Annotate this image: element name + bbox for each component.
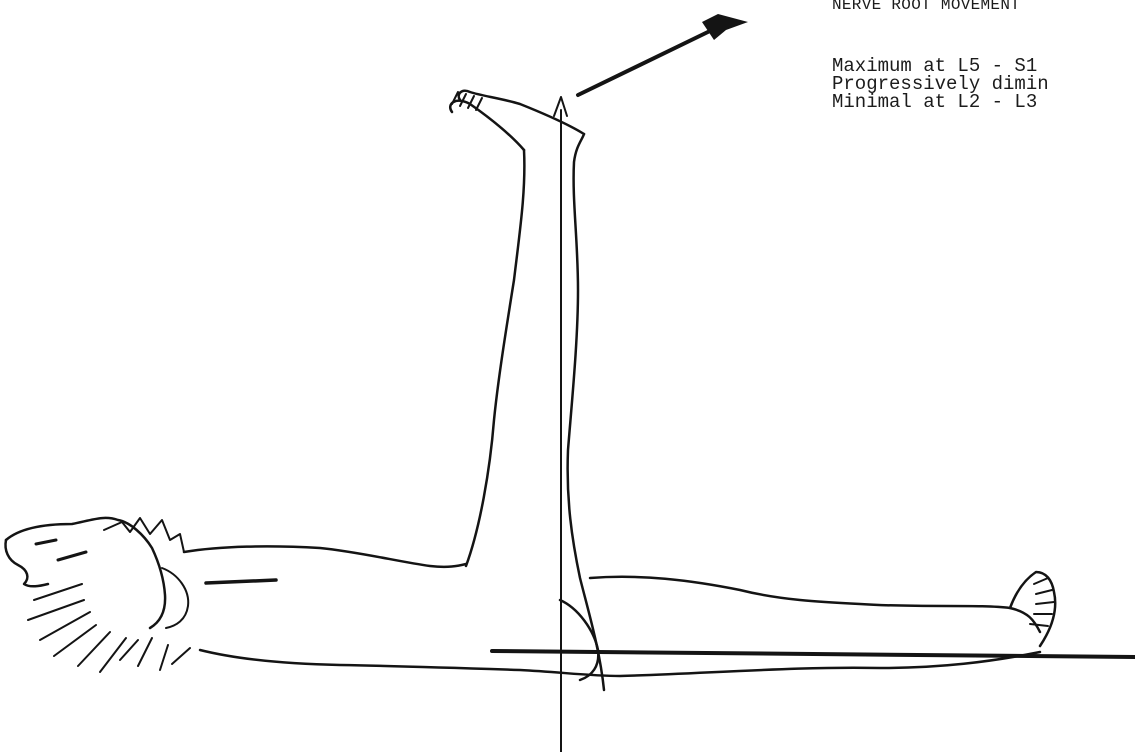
lying-leg-upper: [590, 577, 1040, 632]
raised-foot: [450, 91, 584, 150]
caption-line-minimal: Minimal at L2 - L3: [832, 92, 1037, 110]
lying-foot-toes: [1030, 578, 1054, 626]
caption-heading: NERVE ROOT MOVEMENT: [832, 0, 1020, 16]
eye-mark: [36, 540, 56, 544]
movement-arrow-shaft: [578, 30, 712, 95]
arm-line: [206, 580, 276, 583]
buttock-curve: [560, 600, 598, 680]
face-profile: [6, 540, 49, 586]
torso-upper-contour: [184, 546, 466, 566]
raised-leg-back: [568, 134, 604, 690]
raised-leg-front: [466, 150, 524, 566]
ear-line: [58, 552, 86, 560]
movement-arrowhead: [702, 14, 748, 40]
caption-block: NERVE ROOT MOVEMENT Maximum at L5 - S1 P…: [832, 0, 1135, 110]
head-outline: [6, 518, 165, 628]
head-crest: [104, 518, 184, 552]
